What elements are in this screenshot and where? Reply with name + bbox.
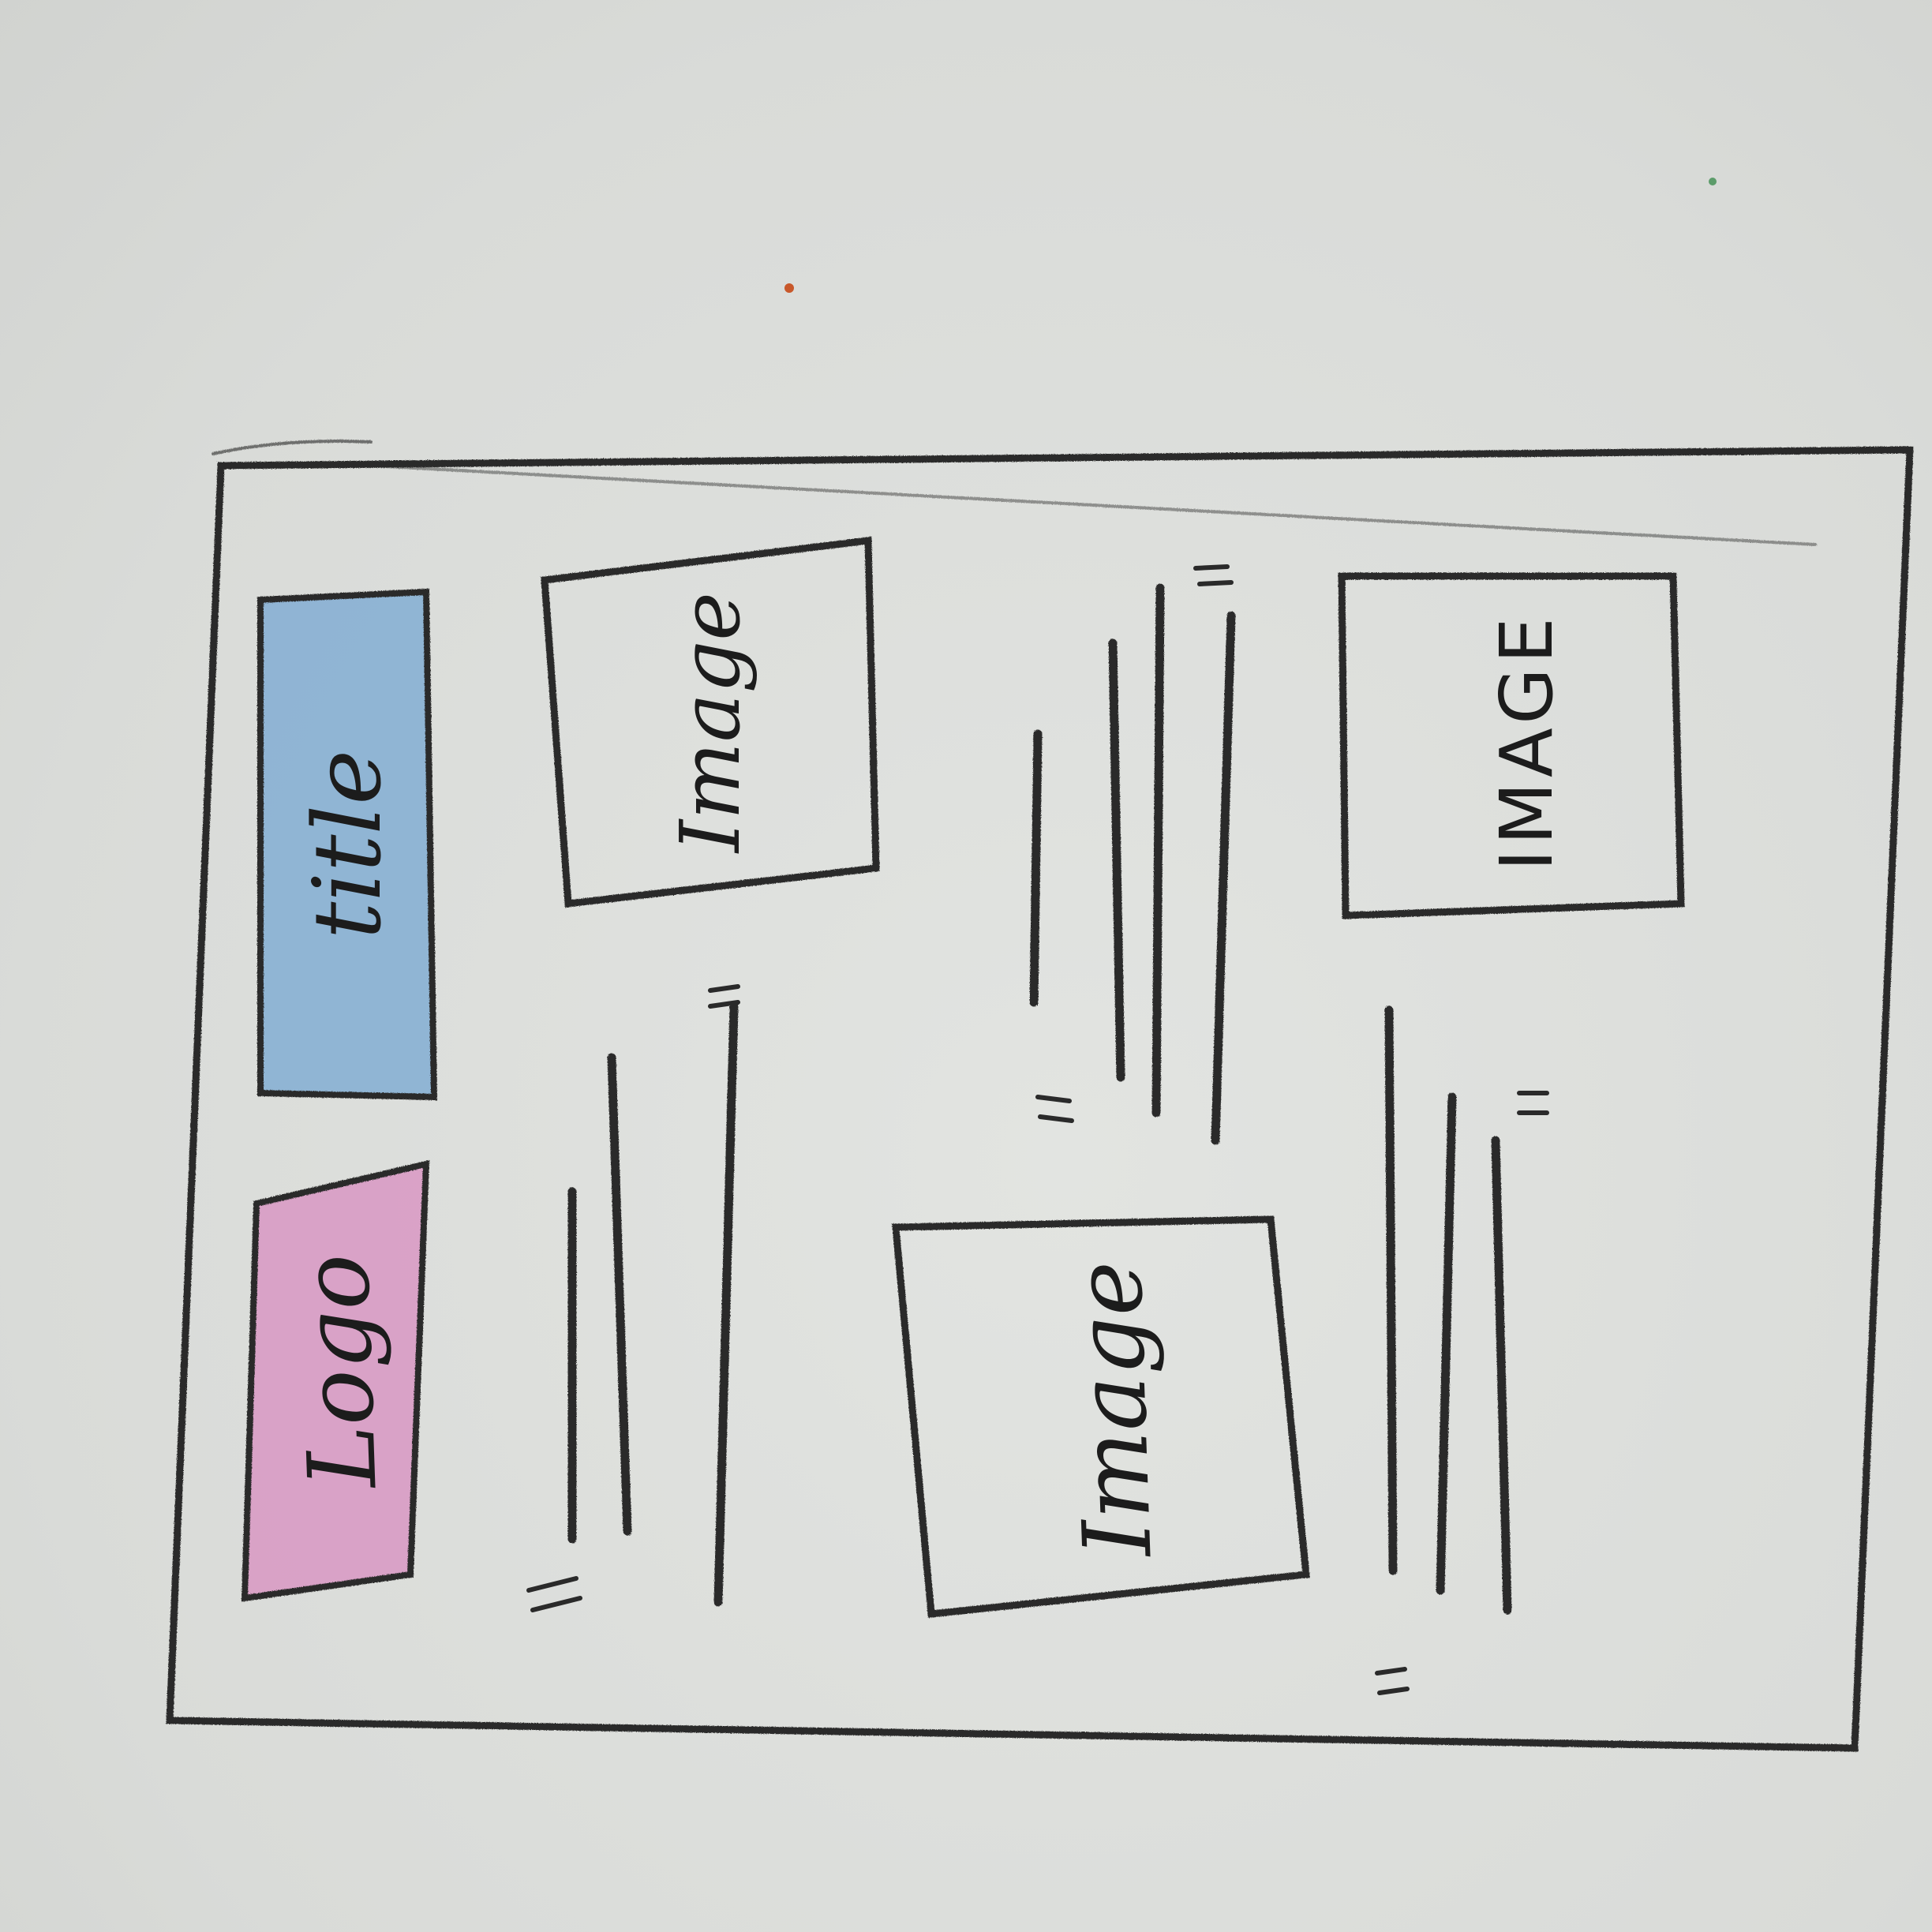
image-box-1 — [541, 536, 880, 908]
page-frame — [166, 440, 1914, 1752]
stray-mark — [784, 283, 794, 293]
title-label: title — [293, 749, 402, 940]
text-lines-b — [1029, 583, 1236, 1145]
logo-label: Logo — [280, 1252, 398, 1490]
image-box-2 — [1338, 572, 1685, 919]
text-lines-b-marks — [1035, 564, 1234, 1123]
image-box-3 — [892, 1215, 1310, 1618]
text-lines-a-marks — [526, 984, 740, 1612]
image-label-2: IMAGE — [1485, 612, 1569, 871]
text-lines-c — [1384, 1005, 1512, 1615]
logo-block — [241, 1159, 430, 1602]
text-lines-c-marks — [1375, 1091, 1549, 1695]
image-label-1: Image — [662, 592, 758, 852]
stray-mark — [1709, 178, 1717, 185]
image-label-3: Image — [1053, 1259, 1173, 1559]
text-lines-a — [567, 1002, 739, 1607]
title-block — [257, 588, 438, 1101]
